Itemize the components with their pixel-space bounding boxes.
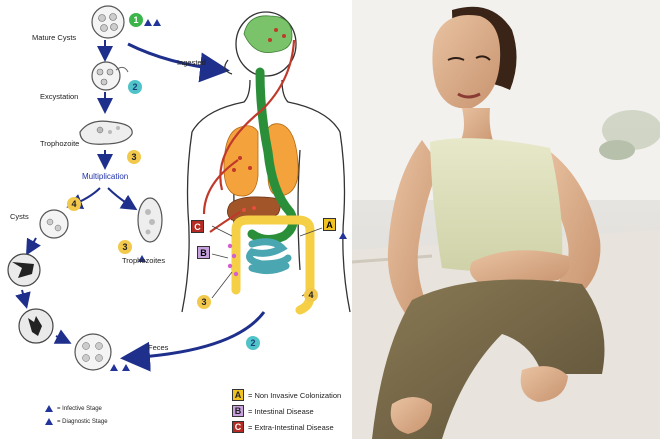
lifecycle-diagram <box>7 5 351 372</box>
step-4b-badge: 4 <box>304 288 318 302</box>
diagnostic-triangle-icon <box>45 418 53 425</box>
trophozoites-image <box>137 197 163 243</box>
legend-text-b: = Intestinal Disease <box>248 406 314 416</box>
cyst-image <box>39 209 69 239</box>
label-trophozoites: Trophozoites <box>122 256 166 265</box>
label-multiplication: Multiplication <box>82 172 129 181</box>
step-1-badge: 1 <box>129 13 143 27</box>
photo-woman-stomach-pain <box>352 0 660 439</box>
diagnostic-stage-marker <box>153 19 161 26</box>
diagnostic-stage-marker <box>339 232 347 239</box>
letter-c-box: C <box>191 220 204 233</box>
key-diagnostic: = Diagnostic Stage <box>45 418 108 425</box>
dividing-form-1 <box>7 253 41 287</box>
diagnostic-stage-marker <box>122 364 130 371</box>
infective-triangle-icon <box>45 405 53 412</box>
key-infective: = Infective Stage <box>45 405 102 412</box>
trophozoite-image <box>79 120 133 145</box>
letter-a-box: A <box>323 218 336 231</box>
legend-box-a: A <box>232 389 244 401</box>
label-excystation: Excystation <box>40 92 79 101</box>
legend-text-a: = Non Invasive Colonization <box>248 390 342 400</box>
step-4-badge: 4 <box>67 197 81 211</box>
bottom-cyst-image <box>74 333 112 371</box>
step-2-badge: 2 <box>128 80 142 94</box>
legend-item-a: A = Non Invasive Colonization <box>232 389 341 401</box>
colon <box>231 215 315 315</box>
small-intestine <box>246 238 292 275</box>
step-3-badge: 3 <box>127 150 141 164</box>
key-infective-text: = Infective Stage <box>57 405 102 412</box>
legend-item-b: B = Intestinal Disease <box>232 405 314 417</box>
blood-paths <box>202 39 296 233</box>
label-mature-cysts: Mature Cysts <box>32 33 77 42</box>
mature-cyst-image <box>91 5 125 39</box>
photo-illustration <box>352 0 660 439</box>
step-2b-badge: 2 <box>246 336 260 350</box>
key-diagnostic-text: = Diagnostic Stage <box>57 418 108 425</box>
legend-text-c: = Extra-Intestinal Disease <box>248 422 334 432</box>
left-lung <box>223 125 259 197</box>
brain <box>243 15 293 53</box>
diagnostic-stage-marker <box>110 364 118 371</box>
digestive-path <box>247 67 298 244</box>
legend-item-c: C = Extra-Intestinal Disease <box>232 421 334 433</box>
label-feces: Feces <box>148 343 169 352</box>
step-3b-badge: 3 <box>118 240 132 254</box>
excystation-image <box>91 61 129 91</box>
letter-b-box: B <box>197 246 210 259</box>
label-cysts: Cysts <box>10 212 29 221</box>
intestinal-disease-markers <box>227 243 239 277</box>
label-ingested: Ingested <box>177 58 206 67</box>
legend-box-c: C <box>232 421 244 433</box>
legend-box-b: B <box>232 405 244 417</box>
label-trophozoite: Trophozoite <box>40 139 80 148</box>
infective-stage-marker <box>144 19 152 26</box>
dividing-form-2 <box>18 308 54 344</box>
diagnostic-stage-marker <box>138 255 146 262</box>
step-3c-badge: 3 <box>197 295 211 309</box>
